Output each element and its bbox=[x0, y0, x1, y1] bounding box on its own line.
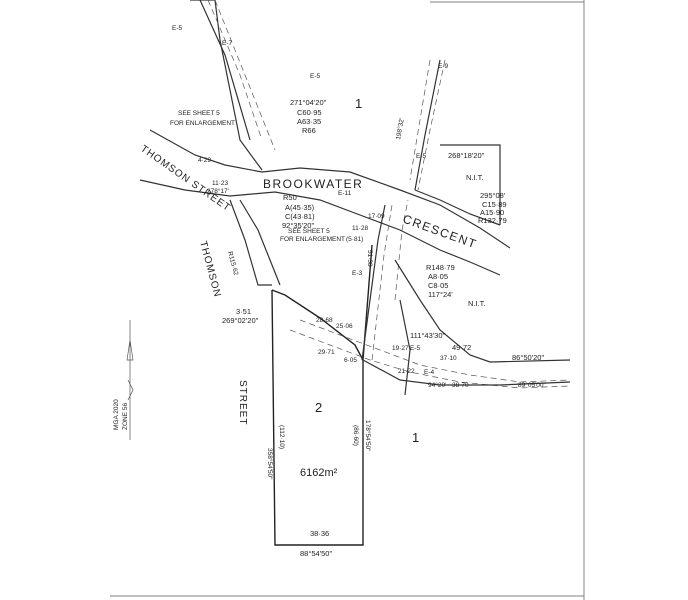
label-dist-581: (5·81) bbox=[346, 236, 363, 243]
label-r13279: R132·79 bbox=[478, 216, 507, 225]
small-branch bbox=[399, 299, 411, 396]
thomson-st-dashed-1 bbox=[207, 0, 263, 141]
label-see-sheet-top-2: FOR ENLARGEMENT bbox=[170, 120, 235, 127]
label-e11: E-11 bbox=[338, 190, 352, 197]
label-bearing-88: 88°54'50" bbox=[300, 549, 332, 558]
label-r14879: R148·79 bbox=[426, 263, 455, 272]
label-e5-right: E-5 bbox=[416, 153, 427, 160]
label-bearing-89: 89°05'00" bbox=[518, 381, 547, 389]
label-c-mid: C(43·81) bbox=[285, 212, 315, 221]
thomson-vertical-east bbox=[239, 199, 281, 286]
label-r50: R50 bbox=[283, 193, 297, 202]
label-e9: E-9 bbox=[438, 63, 449, 70]
label-c805: C8·05 bbox=[428, 281, 448, 290]
label-bearing-north: 271°04'20" bbox=[290, 98, 327, 107]
north-arrow bbox=[126, 320, 134, 440]
brookwater-upper-edge bbox=[149, 129, 511, 249]
label-c1589: C15·89 bbox=[482, 200, 507, 209]
label-a-north: A63·35 bbox=[297, 117, 321, 126]
label-dist-3710: 37·10 bbox=[440, 355, 457, 362]
thomson-st-upper-east bbox=[199, 0, 251, 141]
lot-1-north: 1 bbox=[355, 96, 362, 111]
south-nit-boundary bbox=[394, 259, 571, 363]
label-dist-2506: 25·06 bbox=[336, 323, 353, 330]
label-bearing-111: 111°43'30" bbox=[410, 331, 446, 340]
label-e7: E-7 bbox=[222, 40, 233, 47]
label-dist-11210: (112·10) bbox=[278, 425, 285, 449]
label-c-north: C60·95 bbox=[297, 108, 322, 117]
label-bearing-mid: 92°35'20" bbox=[282, 221, 314, 230]
north-lot-east-dashed-2 bbox=[417, 59, 446, 191]
lot-1-south: 1 bbox=[412, 430, 419, 445]
label-dist-5138: 51·38 bbox=[366, 250, 373, 267]
lot-2: 2 bbox=[315, 400, 322, 415]
label-bearing-269: 269°02'20" bbox=[222, 316, 259, 325]
label-bearing-86: 86°50'20" bbox=[512, 353, 544, 362]
label-e3: E-3 bbox=[352, 270, 363, 277]
central-dashed-3 bbox=[394, 199, 409, 301]
label-r-north: R66 bbox=[302, 126, 316, 135]
label-e4: E-4 bbox=[424, 369, 435, 376]
nit-boundary bbox=[440, 144, 501, 225]
label-bearing-94: 94°20' bbox=[428, 381, 446, 389]
label-dist-429: 4·29 bbox=[198, 157, 211, 164]
brookwater-lower-edge bbox=[139, 179, 501, 276]
label-thomson-street-left: THOMSON STREET bbox=[138, 143, 232, 214]
label-dist-351: 3·51 bbox=[236, 307, 251, 316]
label-dist-1123: 11·23 bbox=[212, 180, 229, 187]
label-bearing-278: 278°17' bbox=[207, 187, 229, 195]
label-dist-1128: 11·28 bbox=[352, 225, 369, 232]
label-dist-3836: 38·36 bbox=[310, 529, 329, 538]
label-nit-bottom: N.I.T. bbox=[468, 299, 486, 308]
lower-easement-2 bbox=[289, 329, 571, 389]
lot-2-area: 6162m² bbox=[300, 467, 338, 479]
label-bearing-198: 198°32' bbox=[394, 117, 406, 140]
label-street-vertical: STREET bbox=[237, 380, 248, 425]
lot-2-top bbox=[271, 289, 364, 361]
thomson-vertical-west bbox=[229, 199, 272, 286]
label-a1590: A15·90 bbox=[480, 208, 504, 217]
label-dist-1927: 19·27 bbox=[392, 345, 409, 352]
label-see-sheet-mid-2: FOR ENLARGEMENT bbox=[280, 236, 345, 243]
label-dist-4972: 49·72 bbox=[452, 343, 471, 352]
central-boundary-2 bbox=[371, 204, 393, 361]
label-dist-2122: 21·22 bbox=[398, 368, 415, 375]
label-brookwater: BROOKWATER bbox=[263, 177, 363, 191]
label-dist-2868: 28·68 bbox=[316, 317, 333, 324]
label-dist-8660: (86·60) bbox=[352, 425, 359, 446]
thomson-st-upper-west bbox=[190, 0, 263, 171]
south-line bbox=[362, 359, 571, 386]
thomson-st-dashed-2 bbox=[214, 0, 276, 151]
label-a805: A8·05 bbox=[428, 272, 448, 281]
label-bearing-295: 295°08' bbox=[480, 191, 506, 200]
label-dist-3870: 38·70 bbox=[452, 382, 469, 389]
north-lot-east-solid bbox=[414, 59, 441, 191]
label-see-sheet-top-1: SEE SHEET 5 bbox=[178, 110, 220, 117]
lot-2-boundary bbox=[271, 244, 373, 546]
label-dist-605: 6·05 bbox=[344, 357, 357, 364]
lower-easement bbox=[299, 319, 571, 383]
label-dist-1709: 17·09 bbox=[368, 213, 385, 220]
label-e5-lower: E-5 bbox=[410, 345, 421, 352]
label-mga: MGA 2020 bbox=[113, 399, 120, 430]
north-lot-east-dashed bbox=[409, 59, 431, 181]
label-bearing-268: 268°18'20" bbox=[448, 151, 485, 160]
label-bearing-178: 178°54'50" bbox=[364, 420, 372, 452]
label-bearing-117: 117°24' bbox=[428, 290, 453, 299]
label-a-mid: A(45·35) bbox=[285, 203, 315, 212]
label-nit-top: N.I.T. bbox=[466, 173, 484, 182]
label-see-sheet-mid-1: SEE SHEET 5 bbox=[288, 228, 330, 235]
label-r11562: R115·62 bbox=[226, 251, 239, 277]
label-dist-2971: 29·71 bbox=[318, 349, 335, 356]
label-bearing-358: 358°54'50" bbox=[266, 448, 274, 480]
label-thomson-vertical: THOMSON bbox=[197, 240, 223, 299]
label-e5-mid: E-5 bbox=[310, 73, 321, 80]
central-boundary-1 bbox=[361, 204, 386, 361]
label-crescent: CRESCENT bbox=[401, 212, 479, 252]
label-e5-top-left: E-5 bbox=[172, 25, 183, 32]
nit-right-curve bbox=[414, 189, 501, 226]
label-zone: ZONE 56 bbox=[122, 403, 129, 430]
